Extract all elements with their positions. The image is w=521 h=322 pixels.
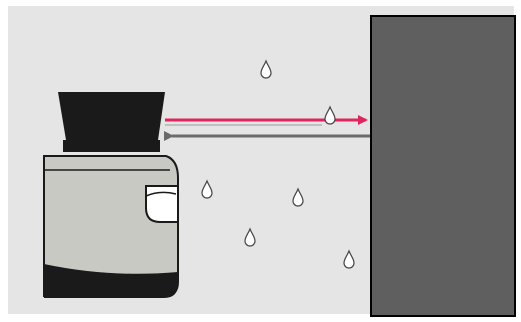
sensor-head [58, 92, 165, 140]
raindrop [292, 187, 304, 207]
sensor [43, 92, 179, 298]
raindrop [324, 105, 336, 125]
sensor-window-detail [145, 191, 177, 197]
sensor-neck [63, 140, 160, 152]
target-wall [370, 15, 516, 317]
raindrop [343, 249, 355, 269]
raindrop [260, 59, 272, 79]
sensor-window [145, 185, 179, 223]
raindrops [201, 59, 355, 269]
raindrop [244, 227, 256, 247]
raindrop [201, 179, 213, 199]
sensor-base [44, 264, 178, 298]
